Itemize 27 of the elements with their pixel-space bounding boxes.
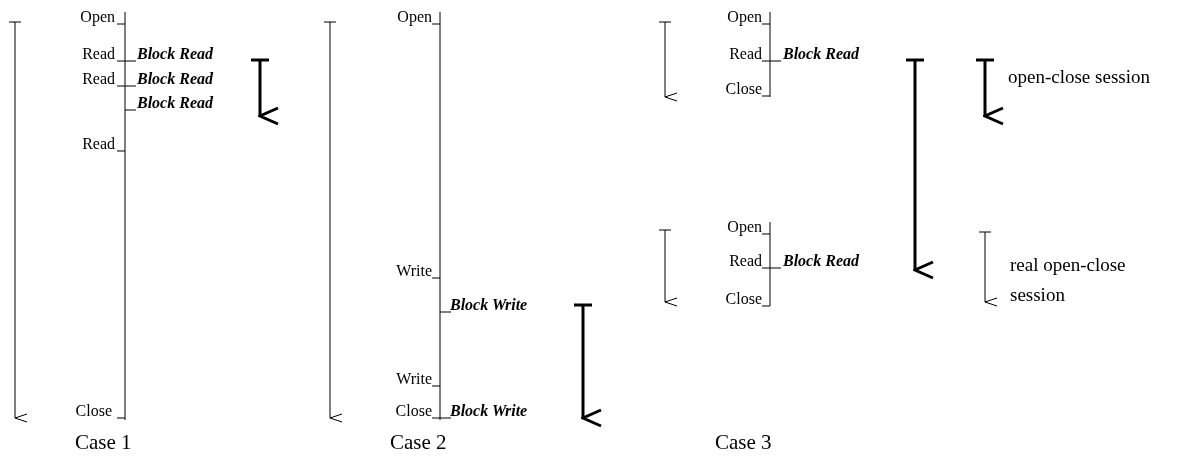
case-caption: Case 3 xyxy=(715,430,772,454)
event-label: Read xyxy=(82,45,115,63)
event-label: Close xyxy=(75,402,112,420)
event-label: Write xyxy=(396,370,432,388)
event-label: Read xyxy=(729,252,762,270)
event-label: Close xyxy=(395,402,432,420)
event-label: Write xyxy=(396,262,432,280)
block-label: Block Write xyxy=(450,296,528,314)
block-label: Block Read xyxy=(137,94,213,112)
block-label: Block Read xyxy=(783,45,859,63)
event-label: Open xyxy=(727,218,762,236)
event-label: Close xyxy=(725,290,762,308)
event-label: Open xyxy=(727,8,762,26)
event-label: Read xyxy=(82,135,115,153)
block-label: Block Read xyxy=(137,45,213,63)
event-label: Read xyxy=(729,45,762,63)
block-label: Block Read xyxy=(137,70,213,88)
block-label: Block Write xyxy=(450,402,528,420)
event-label: Open xyxy=(80,8,115,26)
event-label: Open xyxy=(397,8,432,26)
legend-text: real open-close session xyxy=(1010,253,1127,307)
case-caption: Case 2 xyxy=(390,430,447,454)
block-label: Block Read xyxy=(783,252,859,270)
legend-text: open-close session xyxy=(1008,65,1151,89)
event-label: Close xyxy=(725,80,762,98)
event-label: Read xyxy=(82,70,115,88)
case-caption: Case 1 xyxy=(75,430,132,454)
